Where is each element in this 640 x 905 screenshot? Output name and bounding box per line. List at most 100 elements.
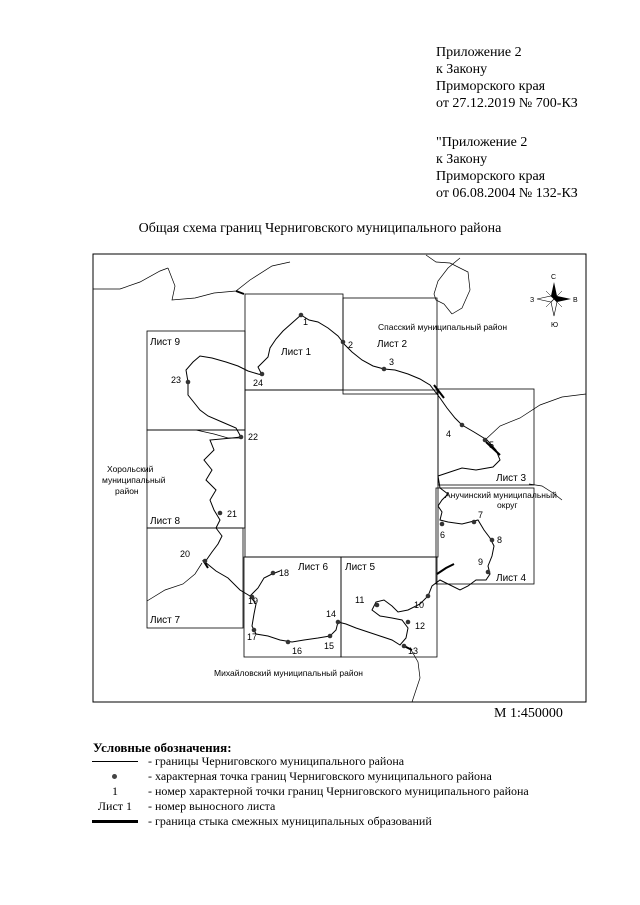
- region-label-anuchinsky: Анучинский муниципальный: [445, 490, 557, 500]
- legend-item-junction: - граница стыка смежных муниципальных об…: [90, 814, 610, 829]
- legend-item-point: - характерная точка границ Черниговского…: [90, 769, 610, 784]
- point-number-11: 11: [355, 595, 364, 605]
- compass-west-arrow: [536, 295, 555, 303]
- neighbour-line: [409, 647, 421, 703]
- point-numbers: 1 2 3 4 5 6 7 8 9 10 11 12 13 14 15 16 1…: [171, 317, 502, 656]
- legend-item-text: - номер характерной точки границ Черниго…: [148, 784, 529, 798]
- point-marker-11: [374, 602, 380, 608]
- point-number-23: 23: [171, 375, 181, 385]
- point-number-15: 15: [324, 641, 334, 651]
- legend-item-text: - граница стыка смежных муниципальных об…: [148, 814, 432, 828]
- appendix-line: к Закону: [436, 152, 488, 167]
- map-title: Общая схема границ Черниговского муницип…: [138, 221, 502, 236]
- sheet-frame-center: [244, 389, 439, 558]
- neighbour-line: [528, 483, 563, 501]
- point-number-13: 13: [408, 646, 418, 656]
- point-marker-7: [471, 519, 477, 525]
- sheet-label-3: Лист 3: [496, 473, 527, 484]
- compass-east-label: В: [573, 297, 578, 304]
- point-marker-16: [285, 639, 291, 645]
- compass-diagonal: [545, 290, 563, 308]
- appendix-line: к Закону: [436, 62, 488, 77]
- sheet-label-5: Лист 5: [345, 562, 376, 573]
- sheet-label-9: Лист 9: [150, 337, 181, 348]
- point-number-5: 5: [489, 440, 494, 450]
- sheet-label-8: Лист 8: [150, 516, 181, 527]
- junction-line: [235, 290, 245, 295]
- sheet-grid: [146, 293, 535, 658]
- point-number-21: 21: [227, 509, 237, 519]
- district-boundary: [185, 314, 501, 646]
- legend-item-point-number: 1 - номер характерной точки границ Черни…: [90, 784, 610, 799]
- point-number-17: 17: [247, 632, 257, 642]
- point-number-14: 14: [326, 609, 336, 619]
- legend-item-text: - границы Черниговского муниципального р…: [148, 754, 405, 768]
- neighbour-line: [433, 257, 461, 315]
- compass-south-label: Ю: [551, 322, 558, 329]
- legend-point-dot-icon: [90, 769, 140, 784]
- point-number-24: 24: [253, 378, 263, 388]
- junction-boundaries: [202, 290, 501, 651]
- point-marker-22: [238, 434, 244, 440]
- region-label-mikhailovsky: Михайловский муниципальный район: [214, 668, 363, 678]
- point-marker-24: [259, 371, 265, 377]
- point-marker-4: [459, 422, 465, 428]
- point-marker-19: [249, 594, 255, 600]
- point-marker-17: [251, 627, 257, 633]
- point-marker-6: [439, 521, 445, 527]
- point-number-9: 9: [478, 557, 483, 567]
- point-number-18: 18: [279, 568, 289, 578]
- legend-junction-line-icon: [90, 814, 140, 829]
- point-number-4: 4: [446, 429, 451, 439]
- point-marker-13: [401, 643, 407, 649]
- sheet-label-6: Лист 6: [298, 562, 329, 573]
- neighbour-line: [195, 429, 241, 439]
- compass-east-arrow: [554, 296, 571, 302]
- point-number-12: 12: [415, 621, 425, 631]
- point-marker-20: [202, 558, 208, 564]
- point-number-2: 2: [348, 340, 353, 350]
- region-label-anuchinsky-2: округ: [497, 500, 517, 510]
- legend-sheet-symbol: Лист 1: [97, 799, 133, 813]
- appendix-line: от 27.12.2019 № 700-КЗ: [436, 96, 578, 111]
- legend-boundary-line-icon: [90, 754, 140, 769]
- point-marker-1: [298, 312, 304, 318]
- point-marker-10: [425, 593, 431, 599]
- map-frame: [92, 253, 587, 703]
- compass-north-arrow: [551, 282, 557, 299]
- compass-south-arrow: [550, 298, 558, 317]
- legend-point-number-symbol: 1: [112, 784, 118, 798]
- point-marker-2: [340, 339, 346, 345]
- sheet-frame-1: [244, 293, 344, 391]
- point-number-8: 8: [497, 535, 502, 545]
- appendix-line: Приморского края: [436, 79, 546, 94]
- junction-line: [433, 384, 445, 399]
- sheet-frame-4: [435, 487, 535, 585]
- point-markers: [185, 312, 495, 649]
- compass-rose-icon: С Ю В З: [530, 274, 578, 329]
- appendix-line: Приложение 2: [436, 45, 522, 60]
- legend-item-sheet: Лист 1 - номер выносного листа: [90, 799, 610, 814]
- appendix-line: Приморского края: [436, 169, 546, 184]
- appendix-line: "Приложение 2: [436, 135, 528, 150]
- point-number-20: 20: [180, 549, 190, 559]
- neighbour-line: [484, 393, 587, 441]
- point-number-3: 3: [389, 357, 394, 367]
- appendix-current-block: Приложение 2 к Закону Приморского края о…: [436, 44, 578, 112]
- point-marker-5: [482, 437, 488, 443]
- point-number-6: 6: [440, 530, 445, 540]
- point-marker-18: [270, 570, 276, 576]
- point-number-16: 16: [292, 646, 302, 656]
- region-labels: Спасский муниципальный район Анучинский …: [102, 322, 557, 678]
- region-label-khorolsky-3: район: [115, 486, 139, 496]
- appendix-line: от 06.08.2004 № 132-КЗ: [436, 186, 578, 201]
- point-marker-9: [485, 569, 491, 575]
- region-label-khorolsky-2: муниципальный: [102, 475, 166, 485]
- point-number-19: 19: [248, 596, 258, 606]
- point-marker-15: [327, 633, 333, 639]
- point-number-22: 22: [248, 432, 258, 442]
- legend-item-text: - характерная точка границ Черниговского…: [148, 769, 492, 783]
- junction-line: [436, 563, 455, 575]
- point-marker-12: [405, 619, 411, 625]
- compass-west-label: З: [530, 297, 534, 304]
